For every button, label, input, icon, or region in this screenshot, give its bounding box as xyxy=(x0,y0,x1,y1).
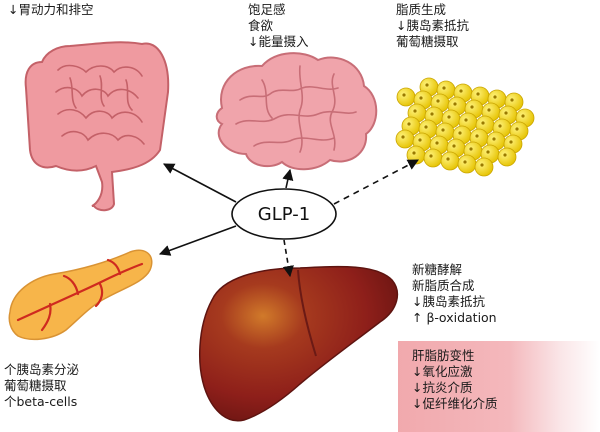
fat-cell-nucleus xyxy=(435,141,439,145)
brain-effect-line: 饱足感 xyxy=(248,2,286,17)
liver-metabolism-label: 新糖酵解 新脂质合成 ↓胰岛素抵抗 ↑ β-oxidation xyxy=(412,262,497,326)
nafld-effect-line: ↓氧化应激 xyxy=(412,364,473,379)
fat-cell xyxy=(440,151,460,171)
fat-cell-nucleus xyxy=(481,121,485,125)
fat-cell-nucleus xyxy=(464,118,468,122)
fat-cell-nucleus xyxy=(480,163,484,167)
fat-cell-nucleus xyxy=(476,92,480,96)
glp1-node xyxy=(231,188,337,240)
fat-cell-nucleus xyxy=(486,150,490,154)
fat-cell xyxy=(395,129,415,149)
fat-cell-nucleus xyxy=(425,83,429,87)
fat-effect-line: ↓胰岛素抵抗 xyxy=(396,18,469,33)
liver-effect-line: 新糖酵解 xyxy=(412,262,463,277)
fat-cell-nucleus xyxy=(504,111,508,115)
fat-cells-icon xyxy=(395,77,535,177)
fat-cell-nucleus xyxy=(510,98,514,102)
intestine-icon xyxy=(24,41,170,212)
fat-cell-nucleus xyxy=(453,102,457,106)
fat-cell-nucleus xyxy=(436,99,440,103)
fat-cell-nucleus xyxy=(402,93,406,97)
liver-icon xyxy=(199,265,399,422)
arrow-to-liver xyxy=(282,239,294,278)
fat-cell-nucleus xyxy=(470,105,474,109)
fat-cell-nucleus xyxy=(441,128,445,132)
arrow-to-pancreas xyxy=(158,225,237,256)
liver-effect-line: 新脂质合成 xyxy=(412,278,475,293)
fat-cell-nucleus xyxy=(503,153,507,157)
fat-effect-line: 脂质生成 xyxy=(396,2,447,17)
brain-effect-line: 食欲 xyxy=(248,18,274,33)
pancreas-effects-label: 个胰岛素分泌 葡萄糖摄取 个beta-cells xyxy=(4,362,79,410)
brain-effect-line: ↓能量摄入 xyxy=(248,34,309,49)
gut-effect-line: ↓胃动力和排空 xyxy=(8,2,94,17)
pancreas-icon xyxy=(8,249,153,341)
fat-cell-nucleus xyxy=(418,138,422,142)
fat-cell-nucleus xyxy=(429,154,433,158)
fat-cell-nucleus xyxy=(412,151,416,155)
fat-cell-nucleus xyxy=(447,115,451,119)
arrow-to-gut xyxy=(163,163,237,203)
fat-cell-nucleus xyxy=(463,160,467,164)
fat-cell-nucleus xyxy=(407,122,411,126)
fat-cell xyxy=(474,157,494,177)
fat-cell-nucleus xyxy=(469,147,473,151)
pancreas-effect-line: 个beta-cells xyxy=(4,394,78,409)
pancreas-effect-line: 个胰岛素分泌 xyxy=(4,362,80,377)
fat-cell-nucleus xyxy=(487,108,491,112)
glp1-label: GLP-1 xyxy=(257,203,311,225)
arrow-to-brain xyxy=(282,168,294,189)
fat-cell-nucleus xyxy=(458,131,462,135)
nafld-effect-line: 肝脂肪变性 xyxy=(412,348,475,363)
fat-cell-nucleus xyxy=(401,135,405,139)
fat-cell-nucleus xyxy=(430,112,434,116)
fat-cell xyxy=(396,87,416,107)
fat-cell xyxy=(457,154,477,174)
nafld-effects-label: 肝脂肪变性 ↓氧化应激 ↓抗炎介质 ↓促纤维化介质 xyxy=(412,348,497,412)
fat-cell-nucleus xyxy=(492,137,496,141)
brain-effects-label: 饱足感 食欲 ↓能量摄入 xyxy=(248,2,308,50)
fat-effects-label: 脂质生成 ↓胰岛素抵抗 葡萄糖摄取 xyxy=(396,2,469,50)
nafld-highlight-box xyxy=(398,341,600,432)
fat-cell-nucleus xyxy=(452,144,456,148)
fat-cell-nucleus xyxy=(459,89,463,93)
fat-cell-nucleus xyxy=(498,124,502,128)
fat-cell-nucleus xyxy=(493,95,497,99)
arrow-to-fat xyxy=(333,159,419,205)
fat-cell-nucleus xyxy=(419,96,423,100)
fat-cell-nucleus xyxy=(475,134,479,138)
fat-cell-nucleus xyxy=(515,127,519,131)
fat-cell-nucleus xyxy=(442,86,446,90)
fat-cell xyxy=(497,147,517,167)
nafld-effect-line: ↓促纤维化介质 xyxy=(412,396,498,411)
fat-cell-nucleus xyxy=(424,125,428,129)
brain-icon xyxy=(215,52,378,171)
arrows xyxy=(158,159,419,278)
fat-effect-line: 葡萄糖摄取 xyxy=(396,34,459,49)
fat-cell-nucleus xyxy=(521,114,525,118)
fat-cell-nucleus xyxy=(446,157,450,161)
fat-cell-nucleus xyxy=(509,140,513,144)
liver-effect-line: ↓胰岛素抵抗 xyxy=(412,294,485,309)
nafld-effect-line: ↓抗炎介质 xyxy=(412,380,473,395)
pancreas-effect-line: 葡萄糖摄取 xyxy=(4,378,67,393)
fat-cell xyxy=(423,148,443,168)
gut-effects-label: ↓胃动力和排空 xyxy=(8,2,93,18)
fat-cell-nucleus xyxy=(413,109,417,113)
liver-effect-line: ↑ β-oxidation xyxy=(412,310,497,325)
